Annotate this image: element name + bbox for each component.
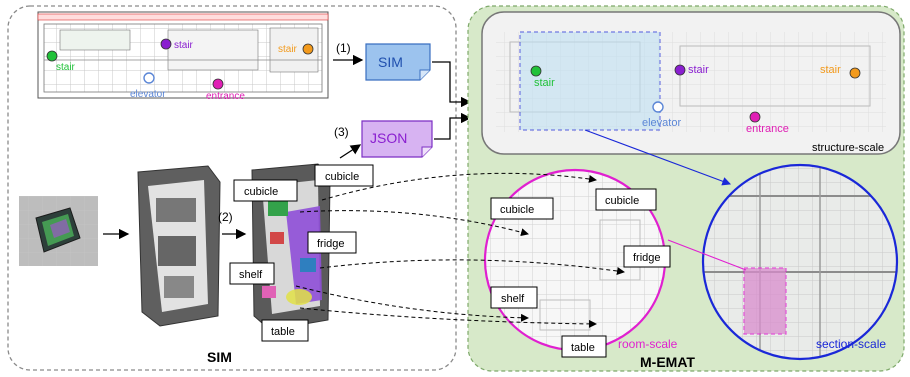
sim-document-label: SIM xyxy=(378,54,403,70)
room-fridge-box xyxy=(623,245,671,268)
sim-table-box xyxy=(261,319,309,342)
step-3-label: (3) xyxy=(334,125,349,139)
json-to-mapping-arrow xyxy=(434,112,472,140)
room-shelf-label: shelf xyxy=(501,293,525,305)
camera-image xyxy=(19,196,98,266)
gray-mesh xyxy=(137,165,221,327)
room-table-label: table xyxy=(571,342,595,354)
room-cubicle-b-box xyxy=(595,188,657,211)
sim-fridge-label: fridge xyxy=(317,238,345,250)
correspondence-arrows xyxy=(295,172,625,328)
step-1-label: (1) xyxy=(336,41,351,55)
sim-stair-orange-label: stair xyxy=(278,44,298,55)
sim-cubicle-a-box xyxy=(233,179,298,202)
sim-elevator-label: elevator xyxy=(130,89,166,100)
sim-cubicle-b-label: cubicle xyxy=(325,171,359,183)
sim-document: SIM xyxy=(365,43,431,81)
sim-stair-purple-marker xyxy=(160,38,172,50)
room-scale-label: room-scale xyxy=(618,337,678,351)
sim-stair-orange-marker xyxy=(302,43,314,55)
sim-shelf-label: shelf xyxy=(239,269,263,281)
map-stair-purple-marker xyxy=(674,64,686,76)
map-stair-orange-marker xyxy=(849,67,861,79)
m-emat-panel-title: M-EMAT xyxy=(640,354,695,370)
room-shelf-box xyxy=(490,286,538,309)
map-elevator-label: elevator xyxy=(642,117,681,129)
json-document-label: JSON xyxy=(370,130,407,146)
sim-entrance-marker xyxy=(212,78,224,90)
section-scale-view: section-scale xyxy=(701,163,899,361)
section-to-room-line xyxy=(667,239,747,271)
map-stair-orange-label: stair xyxy=(820,64,841,76)
sim-panel-title: SIM xyxy=(207,349,232,365)
structure-scale-label: structure-scale xyxy=(812,142,884,154)
room-table-box xyxy=(561,335,607,358)
map-entrance-label: entrance xyxy=(746,123,789,135)
step-2-label: (2) xyxy=(218,210,233,224)
structure-to-section-arrow xyxy=(584,129,732,186)
sim-stair-green-label: stair xyxy=(56,62,76,73)
map-entrance-marker xyxy=(749,111,761,123)
sim-stair-green-marker xyxy=(46,50,58,62)
room-cubicle-b-label: cubicle xyxy=(605,195,639,207)
sim-shelf-box xyxy=(229,262,275,285)
structure-selection-box xyxy=(519,31,661,131)
sim-cubicle-a-label: cubicle xyxy=(244,186,278,198)
sim-panel xyxy=(7,5,457,371)
sim-to-mapping-arrow xyxy=(432,61,472,108)
sim-stair-purple-label: stair xyxy=(174,40,194,51)
json-document: JSON xyxy=(361,120,433,158)
sim-cubicle-b-box xyxy=(314,164,374,187)
room-cubicle-a-label: cubicle xyxy=(500,204,534,216)
section-scale-label: section-scale xyxy=(816,337,886,351)
section-selection-box xyxy=(743,267,787,335)
map-stair-purple-label: stair xyxy=(688,64,709,76)
room-fridge-label: fridge xyxy=(633,252,661,264)
map-elevator-marker xyxy=(652,101,664,113)
sim-floorplan: stair stair stair elevator entrance xyxy=(37,11,329,102)
map-stair-green-label: stair xyxy=(534,77,555,89)
segmented-mesh xyxy=(251,163,331,331)
map-stair-green-marker xyxy=(530,65,542,77)
sim-elevator-marker xyxy=(143,72,155,84)
sim-table-label: table xyxy=(271,326,295,338)
structure-scale-map: stair stair stair elevator entrance stru… xyxy=(481,11,901,155)
sim-entrance-label: entrance xyxy=(206,91,245,102)
step-3-arrow xyxy=(339,144,362,159)
sim-fridge-box xyxy=(307,231,357,254)
room-cubicle-a-box xyxy=(490,197,554,220)
